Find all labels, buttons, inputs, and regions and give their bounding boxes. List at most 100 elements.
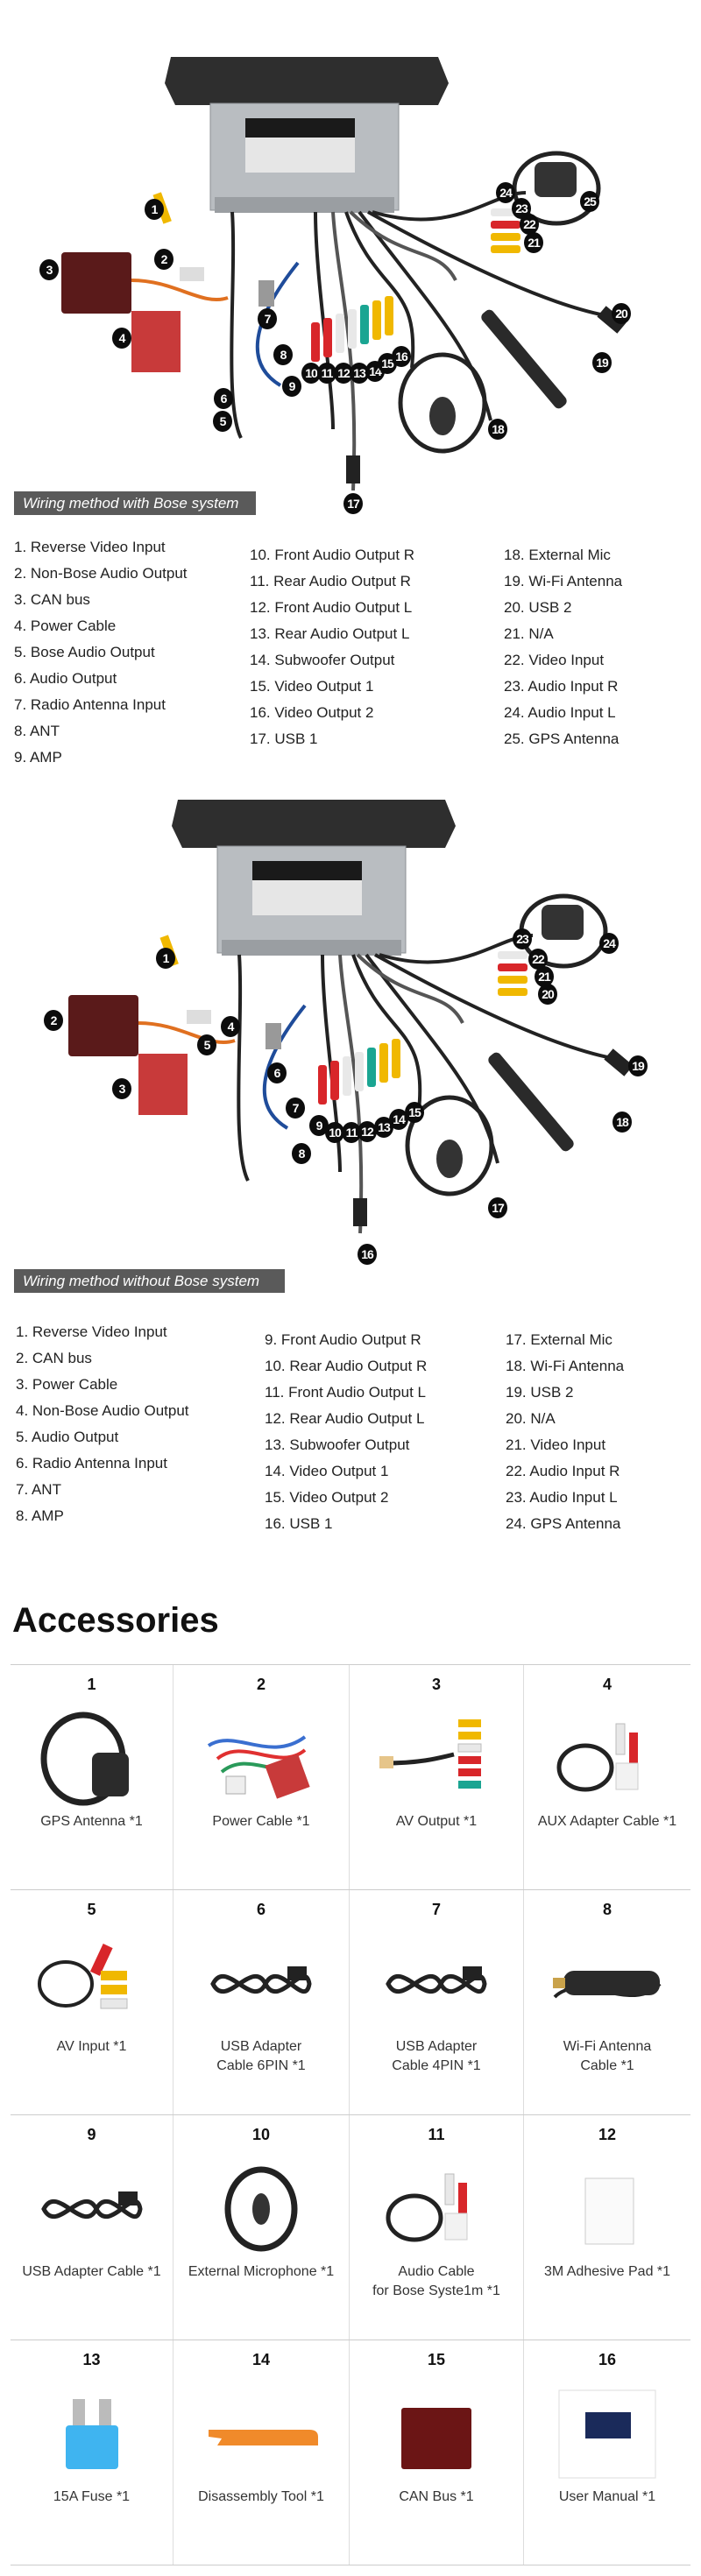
wiring-list-item: 23. Audio Input L xyxy=(506,1489,618,1506)
gps-antenna-icon xyxy=(31,1711,153,1807)
callout-number: 12 xyxy=(358,1121,377,1142)
rca-plug xyxy=(318,1065,327,1105)
callout-number: 10 xyxy=(325,1122,344,1143)
callout-number: 13 xyxy=(374,1117,393,1138)
callout-number: 21 xyxy=(524,232,543,253)
wifi-antenna xyxy=(481,309,567,409)
accessory-number: 7 xyxy=(431,1901,441,1918)
wiring-method-with-bose-label: Wiring method with Bose system xyxy=(14,491,256,515)
callout-number: 4 xyxy=(221,1016,240,1037)
wifi-antenna xyxy=(488,1052,574,1152)
accessory-label: USB Adapter Cable 6PIN *1 xyxy=(216,2039,306,2073)
callout-number: 6 xyxy=(214,388,233,409)
wiring-list-item: 18. Wi-Fi Antenna xyxy=(506,1358,625,1374)
wiring-list-item: 5. Bose Audio Output xyxy=(14,644,155,660)
callout-number: 21 xyxy=(535,966,554,987)
usb-cable-icon xyxy=(31,2161,153,2257)
heatsink xyxy=(222,940,401,956)
wiring-list-item: 4. Non-Bose Audio Output xyxy=(16,1402,189,1419)
wiring-list-item: 15. Video Output 2 xyxy=(265,1489,389,1506)
wiring-list-item: 8. AMP xyxy=(16,1507,64,1524)
connector xyxy=(187,1010,211,1024)
accessory-label: External Microphone *1 xyxy=(188,2264,335,2279)
wiring-list-item: 2. CAN bus xyxy=(16,1350,92,1366)
callout-number: 11 xyxy=(342,1122,361,1143)
callout-number: 24 xyxy=(496,182,515,203)
warning-label xyxy=(245,118,355,138)
user-manual-icon xyxy=(546,2386,669,2482)
wiring-list-item: 22. Video Input xyxy=(504,652,605,668)
rca-plug xyxy=(491,245,520,253)
accessory-label: GPS Antenna *1 xyxy=(40,1814,143,1829)
callout-number: 23 xyxy=(512,198,531,219)
accessory-number: 1 xyxy=(87,1676,96,1693)
gps-antenna xyxy=(542,905,584,940)
gps-antenna xyxy=(535,162,577,197)
callout-number: 8 xyxy=(273,344,293,365)
callout-number: 5 xyxy=(197,1034,216,1055)
cable xyxy=(262,1004,307,1130)
cable xyxy=(374,953,612,1060)
av-output-icon xyxy=(375,1711,498,1807)
accessory-label: User Manual *1 xyxy=(558,2489,656,2504)
callout-number: 3 xyxy=(112,1078,131,1099)
cable xyxy=(131,279,229,301)
accessory-number: 13 xyxy=(82,2351,101,2368)
wiring-illustration xyxy=(61,57,627,490)
callout-number: 24 xyxy=(599,933,619,954)
accessory-number: 5 xyxy=(87,1901,96,1918)
usb-cable-icon xyxy=(375,1936,498,2032)
accessory-label: 3M Adhesive Pad *1 xyxy=(543,2264,671,2279)
accessory-label: AUX Adapter Cable *1 xyxy=(537,1814,677,1829)
can-bus-box xyxy=(61,252,131,314)
rca-plug xyxy=(367,1048,376,1087)
wifi-antenna-icon xyxy=(546,1936,669,2032)
callout-number: 9 xyxy=(282,376,301,397)
accessory-number: 16 xyxy=(598,2351,617,2368)
wiring-list-item: 17. External Mic xyxy=(506,1331,612,1348)
wiring-list-item: 20. N/A xyxy=(506,1410,556,1427)
rca-plug xyxy=(498,976,528,984)
wiring-list-item: 24. Audio Input L xyxy=(504,704,616,721)
cable xyxy=(338,954,364,1234)
power-connector xyxy=(131,311,181,372)
wiring-list-item: 2. Non-Bose Audio Output xyxy=(14,565,188,582)
callout-number: 17 xyxy=(488,1197,507,1218)
adhesive-pad-icon xyxy=(546,2161,669,2257)
cable xyxy=(351,954,422,1112)
callout-number: 22 xyxy=(520,214,539,235)
callout-number: 25 xyxy=(580,191,599,212)
wiring-list-item: 23. Audio Input R xyxy=(504,678,619,695)
rca-plug xyxy=(336,314,344,353)
callout-number: 16 xyxy=(358,1244,377,1265)
callout-number: 22 xyxy=(528,949,548,970)
wiring-list-item: 7. Radio Antenna Input xyxy=(14,696,166,713)
rca-plug xyxy=(385,296,393,335)
callout-number: 7 xyxy=(258,308,277,329)
accessory-number: 14 xyxy=(251,2351,271,2368)
av-input-icon xyxy=(31,1936,153,2032)
rca-plug xyxy=(491,221,520,229)
rca-plug xyxy=(498,963,528,971)
accessory-number: 11 xyxy=(428,2126,445,2143)
wiring-list-item: 16. USB 1 xyxy=(265,1515,333,1532)
warning-label xyxy=(252,861,362,880)
wiring-list-item: 15. Video Output 1 xyxy=(250,678,374,695)
wiring-list-item: 6. Radio Antenna Input xyxy=(16,1455,167,1471)
head-unit-bezel xyxy=(172,800,456,848)
accessory-label: AV Input *1 xyxy=(56,2039,127,2054)
rca-plug xyxy=(348,309,357,349)
